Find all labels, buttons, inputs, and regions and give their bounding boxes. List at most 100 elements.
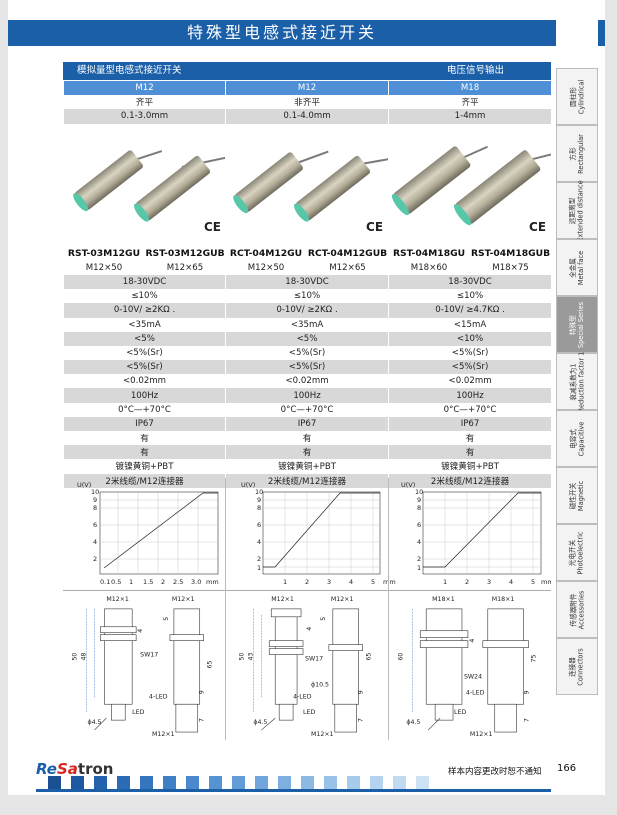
y-unit: U(V) [241,481,255,489]
product-photo-2: CE [225,123,390,247]
y-tick: 6 [93,521,97,529]
drawing-2: M12×1 M12×1 SW17 ϕ10.5 4-LED LED ϕ4.5 M1… [238,596,372,738]
output-curve [423,492,541,568]
cell: M12 [225,81,390,96]
cell: 0-10V/ ≥2KΩ . [62,303,227,318]
chart-3: U(V) 10 9 8 6 4 2 1 1 2 3 4 5 mm [401,481,551,586]
tab-label-en: Connectors [576,647,585,686]
output-charts: U(V) 10 9 8 6 4 2 0.1 0.5 1 1.5 2 2.5 [77,481,551,586]
cell: M12 [62,81,227,96]
resolution-row: <0.02mm<0.02mm<0.02mm [62,374,553,389]
cell: <5%(Sr) [225,360,390,375]
cell: 齐平 [388,95,553,110]
page-title: 特殊型电感式接近开关 [8,20,556,46]
cell: 0-10V/ ≥2KΩ . [225,303,390,318]
cell: IP67 [62,416,227,431]
nut-label: SW17 [140,652,158,659]
y-tick: 8 [257,504,261,512]
x-tick: 1 [129,578,133,586]
dim: 9 [199,690,206,694]
dim: 50 [238,653,245,661]
tab-label-cn: 衰减系数为1 [569,362,578,401]
hysteresis-row: <5%(Sr)<5%(Sr)<5%(Sr) [62,360,553,375]
ce-mark: CE [529,219,547,234]
output-curve [263,492,380,568]
tab-label-cn: 磁性开关 [568,482,577,509]
image-row: CE CE CE [62,123,553,247]
thread-label: M12×1 [271,596,294,603]
dim: 75 [530,655,537,663]
ripple-row: ≤10%≤10%≤10% [62,289,553,304]
model-name: RST-03M12GU [63,246,145,261]
led-label: 4-LED [149,693,168,700]
cell: <5%(Sr) [225,345,390,361]
cell: 有 [225,431,390,446]
x-unit: mm [541,578,551,586]
y-tick: 8 [93,504,97,512]
y-tick: 1 [417,564,421,572]
dim: 48 [80,653,87,661]
logo-part: Re [36,760,57,778]
cell: 100Hz [388,388,553,403]
tip-label: ϕ10.5 [311,681,329,688]
cell: 18-30VDC [62,274,227,290]
x-tick: 5 [371,578,375,586]
title-edge [598,20,605,46]
cell: <0.02mm [225,374,390,389]
dim: 4 [469,639,476,643]
thread-label: M12×1 [172,596,195,603]
cell: M18×75 [469,260,553,275]
tab-label-en: Metal face [577,250,585,285]
cell: <5%(Sr) [388,360,553,375]
cell: 有 [225,445,390,460]
model-name: RST-03M12GUB [143,246,227,261]
cell: <15mA [388,317,553,332]
dim: 65 [366,653,373,661]
connector-label: M12×1 [470,731,493,738]
led-label: 4-LED [293,693,312,700]
x-tick: 2 [465,578,469,586]
cell: M12×50 [225,260,308,275]
dim: 43 [247,653,254,661]
x-tick: 0.1 [100,578,110,586]
dims-row: M12×50 M12×65 M12×50 M12×65 M18×60 M18×7… [63,260,553,275]
footer-notice: 样本内容更改时恕不通知 [448,767,542,777]
y-tick: 10 [91,488,99,496]
led1-row: 有有有 [62,431,553,446]
y-tick: 2 [93,555,97,563]
sensor-image [291,154,372,224]
cell: 非齐平 [225,95,390,110]
y-tick: 2 [257,555,261,563]
catalog-page: 特殊型电感式接近开关 模拟量型电感式接近开关 电压信号输出 M12 M12 M1… [8,0,605,795]
tab-label-en: Capacitive [577,421,585,456]
repeat-row: <5%(Sr)<5%(Sr)<5%(Sr) [62,345,553,361]
cell: 0.1-3.0mm [62,109,227,124]
cell: 2米线缆/M12连接器 [62,473,227,488]
x-tick: 2.5 [173,578,183,586]
tab-label-cn: 全金属 [569,257,577,278]
cell: M18×60 [388,260,471,275]
x-tick: 1 [443,578,447,586]
tab-label-en: Reduction factor 1 [577,351,586,412]
y-unit: U(V) [77,481,91,489]
cell: <5% [225,331,390,346]
cell: <35mA [62,317,227,332]
led-label: LED [303,709,315,716]
tab-label-en: Rectangular [576,133,585,174]
dim: 5 [320,617,327,621]
y-tick: 10 [415,488,423,496]
y-tick: 9 [417,496,421,504]
size-row: M12 M12 M18 [62,81,553,96]
